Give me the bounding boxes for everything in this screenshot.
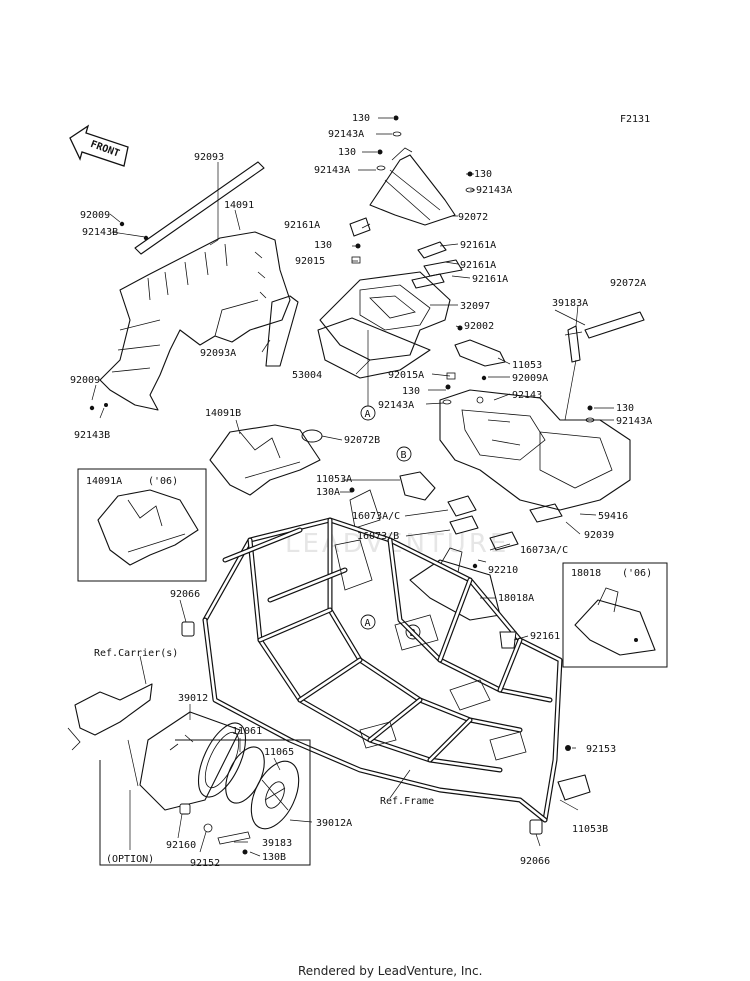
label-92066: 92066 [520, 856, 550, 867]
label-16073ac: 16073A/C [520, 545, 568, 556]
label-130: 130 [352, 113, 370, 124]
label-130: 130 [474, 169, 492, 180]
label-92039: 92039 [584, 530, 614, 541]
variant-year: ('06) [148, 476, 178, 487]
label-92153: 92153 [586, 744, 616, 755]
label-130: 130 [314, 240, 332, 251]
rear-fender-frame [439, 384, 631, 511]
label-16073b: 16073/B [357, 531, 399, 542]
seal-strip-92093 [134, 161, 265, 255]
label-92072a: 92072A [610, 278, 646, 289]
label-11053a: 11053A [316, 474, 352, 485]
cover-14091a [97, 489, 199, 566]
label-39012: 39012 [178, 693, 208, 704]
label-92072: 92072 [458, 212, 488, 223]
label-92143a: 92143A [378, 400, 414, 411]
label-130: 130 [402, 386, 420, 397]
label-11065: 11065 [264, 747, 294, 758]
label-92143: 92143 [512, 390, 542, 401]
label-14091b: 14091B [205, 408, 241, 419]
diagram-code: F2131 [620, 114, 650, 125]
label-92015a: 92015A [388, 370, 424, 381]
option-group [99, 739, 311, 866]
label-92161: 92161 [530, 631, 560, 642]
label-39012a: 39012A [316, 818, 352, 829]
svg-text:A: A [365, 409, 371, 420]
seal-block-92093a [265, 295, 299, 367]
label-92066: 92066 [170, 589, 200, 600]
label-92143b: 92143B [74, 430, 110, 441]
option-label: (OPTION) [106, 854, 154, 865]
ref-carrier: Ref.Carrier(s) [94, 648, 178, 659]
bushing-icon [181, 621, 591, 835]
ref-frame: Ref.Frame [380, 796, 434, 807]
leader-lines [91, 117, 614, 857]
svg-text:B: B [401, 450, 407, 461]
label-92161a: 92161A [460, 260, 496, 271]
label-16073ac: 16073A/C [352, 511, 400, 522]
label-14091: 14091 [224, 200, 254, 211]
label-92009a: 92009A [512, 373, 548, 384]
label-92093: 92093 [194, 152, 224, 163]
label-11053: 11053 [512, 360, 542, 371]
label-92015: 92015 [295, 256, 325, 267]
label-92072b: 92072B [344, 435, 380, 446]
svg-text:A: A [365, 618, 371, 629]
front-arrow-icon: FRONT [69, 124, 129, 167]
label-92009: 92009 [70, 375, 100, 386]
label-92161a: 92161A [284, 220, 320, 231]
label-92002: 92002 [464, 321, 494, 332]
label-11061: 11061 [232, 726, 262, 737]
label-39183: 39183 [262, 838, 292, 849]
pad-92161a [349, 217, 463, 289]
strip-92072a [584, 311, 645, 339]
label-130a: 130A [316, 487, 340, 498]
variant-year: ('06) [622, 568, 652, 579]
label-92161a: 92161A [460, 240, 496, 251]
label-14091a: 14091A [86, 476, 122, 487]
bracket-39183a [564, 325, 583, 363]
label-59416: 59416 [598, 511, 628, 522]
label-92009: 92009 [80, 210, 110, 221]
main-frame [202, 517, 563, 823]
fender-cover-14091 [99, 231, 291, 411]
label-130: 130 [616, 403, 634, 414]
cap-11065 [250, 760, 300, 830]
label-92093a: 92093A [200, 348, 236, 359]
label-130b: 130B [262, 852, 286, 863]
tray-53004 [317, 317, 431, 379]
bracket-11053a [349, 471, 436, 529]
clamp-39183 [179, 803, 251, 855]
footer-credit: Rendered by LeadVenture, Inc. [298, 964, 482, 978]
label-130: 130 [338, 147, 356, 158]
battery-case-32097 [319, 271, 451, 361]
bolt-icon [351, 115, 475, 264]
bolt-icon [89, 221, 149, 411]
label-92143a: 92143A [616, 416, 652, 427]
label-39183a: 39183A [552, 298, 588, 309]
label-92143a: 92143A [328, 129, 364, 140]
label-18018a: 18018A [498, 593, 534, 604]
label-92152: 92152 [190, 858, 220, 869]
variant-box-14091a [77, 468, 207, 582]
label-92143a: 92143A [476, 185, 512, 196]
variant-box-18018 [562, 562, 668, 668]
label-53004: 53004 [292, 370, 322, 381]
carrier-bracket [67, 683, 153, 751]
label-92143b: 92143B [82, 227, 118, 238]
bracket-11053 [446, 325, 506, 381]
bracket-92072 [369, 147, 456, 226]
label-92210: 92210 [488, 565, 518, 576]
label-92143a: 92143A [314, 165, 350, 176]
label-92161a: 92161A [472, 274, 508, 285]
ring-92072b [301, 429, 323, 443]
label-92160: 92160 [166, 840, 196, 851]
tray-18018 [574, 587, 656, 656]
label-11053b: 11053B [572, 824, 608, 835]
cover-14091b [209, 424, 321, 496]
label-18018: 18018 [571, 568, 601, 579]
label-32097: 32097 [460, 301, 490, 312]
pad-16073 [447, 495, 563, 551]
